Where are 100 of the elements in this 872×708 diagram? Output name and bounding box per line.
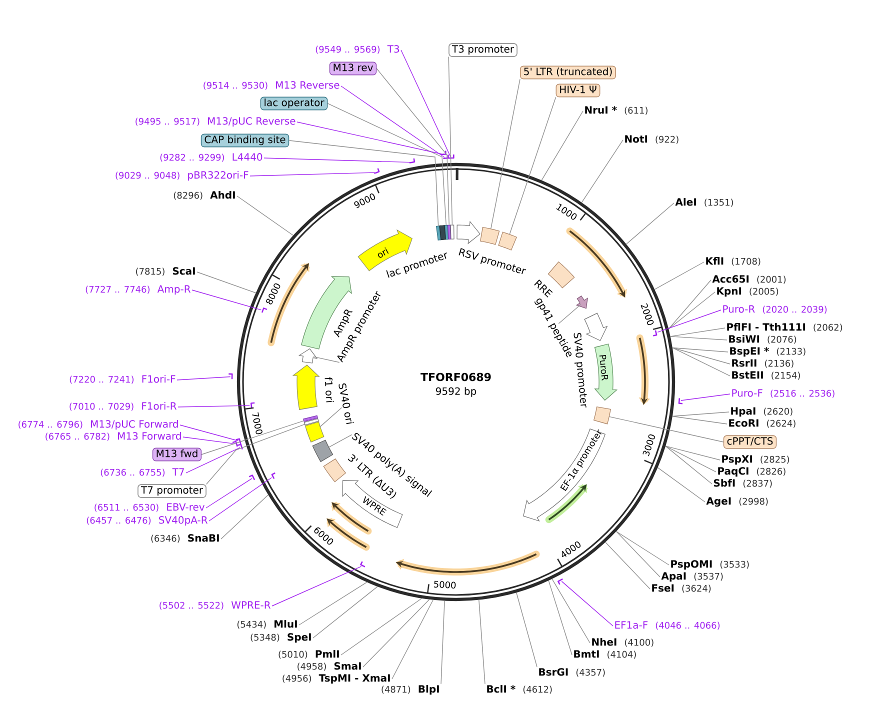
feature-tag: 5' LTR (truncated) bbox=[520, 66, 616, 80]
cut-site-label: (4871) BlpI bbox=[382, 684, 439, 695]
primer-label: (7220 .. 7241) F1ori-F bbox=[70, 375, 176, 384]
leader-line bbox=[440, 600, 445, 684]
feature-box bbox=[450, 224, 454, 240]
leader-line bbox=[672, 347, 728, 352]
cut-site-label: EcoRI (2624) bbox=[729, 419, 796, 428]
leader-line bbox=[180, 424, 239, 442]
leader-line bbox=[178, 405, 250, 408]
leader-line bbox=[220, 494, 269, 540]
leader-line bbox=[657, 467, 706, 502]
leader-line bbox=[668, 280, 712, 330]
primer-mark bbox=[374, 168, 380, 174]
feature-tag: lac operator bbox=[260, 96, 328, 110]
primer-mark bbox=[557, 578, 563, 585]
leader-line bbox=[616, 531, 670, 566]
feature-block bbox=[584, 312, 608, 342]
leader-line bbox=[672, 416, 728, 424]
leader-line bbox=[206, 478, 252, 508]
cut-site-label: NruI * (611) bbox=[585, 106, 648, 115]
cut-site-label: (4958) SmaI bbox=[298, 662, 361, 671]
leader-line bbox=[176, 376, 231, 380]
leader-line bbox=[328, 434, 352, 448]
primer-mark bbox=[236, 438, 242, 444]
primer-label: (9282 .. 9299) L4440 bbox=[160, 153, 262, 162]
feature-tag: cPPT/CTS bbox=[723, 435, 777, 449]
leader-line bbox=[657, 310, 722, 333]
leader-line bbox=[665, 446, 712, 484]
cut-site-label: PspOMI (3533) bbox=[671, 560, 749, 570]
leader-line bbox=[516, 592, 538, 668]
cut-site-label: BsiWI (2076) bbox=[729, 334, 796, 344]
feature-label: SV40 promoter bbox=[574, 332, 587, 408]
leader-line bbox=[672, 347, 730, 376]
primer-mark bbox=[653, 330, 658, 336]
leader-line bbox=[320, 407, 342, 428]
leader-line bbox=[298, 582, 368, 626]
leader-line bbox=[400, 50, 451, 157]
cut-site-label: PspXI (2825) bbox=[722, 455, 790, 465]
cut-site-label: NheI (4100) bbox=[592, 638, 654, 647]
leader-line bbox=[561, 580, 614, 626]
tick-label: 7000 bbox=[252, 412, 262, 434]
leader-line bbox=[340, 86, 445, 158]
feature-label: SV40 ori bbox=[338, 383, 354, 424]
leader-line bbox=[296, 122, 442, 154]
feature-block bbox=[298, 348, 318, 364]
primer-label: Puro-F (2516 .. 2536) bbox=[732, 389, 834, 398]
primer-mark bbox=[271, 472, 276, 479]
feature-box bbox=[498, 232, 517, 250]
cut-site-label: ApaI (3537) bbox=[661, 572, 723, 582]
leader-line bbox=[362, 599, 430, 668]
leader-line bbox=[665, 446, 720, 460]
primer-mark bbox=[250, 402, 255, 408]
leader-line bbox=[605, 542, 650, 590]
cut-site-label: PaqCI (2826) bbox=[718, 467, 786, 477]
plasmid-size: 9592 bp bbox=[436, 387, 476, 397]
tick-label: 2000 bbox=[640, 303, 654, 326]
cut-site-label: (6346) SnaBI bbox=[151, 534, 219, 543]
leader-line bbox=[448, 56, 453, 226]
primer-label: (6774 .. 6796) M13/pUC Forward bbox=[18, 420, 178, 430]
primer-label: (7010 .. 7029) F1ori-R bbox=[70, 402, 177, 411]
primer-label: EF1a-F (4046 .. 4066) bbox=[615, 621, 720, 630]
leader-line bbox=[201, 420, 304, 455]
leader-line bbox=[206, 424, 305, 485]
leader-line bbox=[558, 304, 582, 324]
leader-line bbox=[272, 566, 362, 606]
feature-box bbox=[304, 418, 319, 426]
cut-site-label: (4956) TspMI - XmaI bbox=[282, 674, 390, 684]
feature-box bbox=[304, 422, 324, 442]
leader-line bbox=[581, 140, 624, 203]
feature-box bbox=[480, 226, 500, 245]
primer-label: (6765 .. 6782) M13 Forward bbox=[46, 432, 181, 441]
cut-site-label: (5010) PmlI bbox=[278, 650, 339, 659]
leader-line bbox=[182, 436, 236, 444]
cut-site-label: BsrGI (4357) bbox=[539, 668, 605, 677]
primer-label: (6457 .. 6476) SV40pA-R bbox=[86, 516, 208, 526]
orf-arc bbox=[636, 334, 650, 406]
feature-tag: M13 rev bbox=[329, 62, 377, 76]
cut-site-label: BmtI (4104) bbox=[574, 650, 636, 659]
cut-site-label: (8296) AhdI bbox=[174, 191, 235, 200]
leader-line bbox=[670, 328, 726, 337]
cut-site-label: RsrII (2136) bbox=[732, 359, 794, 368]
primer-label: (9495 .. 9517) M13/pUC Reverse bbox=[136, 117, 296, 127]
leader-line bbox=[312, 586, 378, 638]
cut-site-label: AgeI (2998) bbox=[706, 497, 768, 507]
primer-mark bbox=[261, 308, 268, 313]
cut-site-label: HpaI (2620) bbox=[731, 407, 792, 417]
leader-line bbox=[340, 598, 422, 656]
cut-site-label: KflI (1708) bbox=[706, 257, 760, 266]
orf-arc bbox=[268, 262, 311, 346]
feature-block bbox=[292, 364, 320, 410]
feature-tag: HIV-1 Ψ bbox=[556, 84, 600, 98]
cut-site-label: BspEI * (2133) bbox=[730, 347, 806, 357]
leader-line bbox=[392, 600, 434, 680]
leader-line bbox=[490, 78, 520, 230]
cut-site-label: KpnI (2005) bbox=[717, 287, 778, 297]
leader-line bbox=[264, 158, 411, 163]
leader-line bbox=[327, 103, 446, 226]
primer-mark bbox=[440, 150, 446, 156]
cut-site-label: FseI (3624) bbox=[652, 584, 711, 593]
leader-line bbox=[250, 172, 376, 176]
